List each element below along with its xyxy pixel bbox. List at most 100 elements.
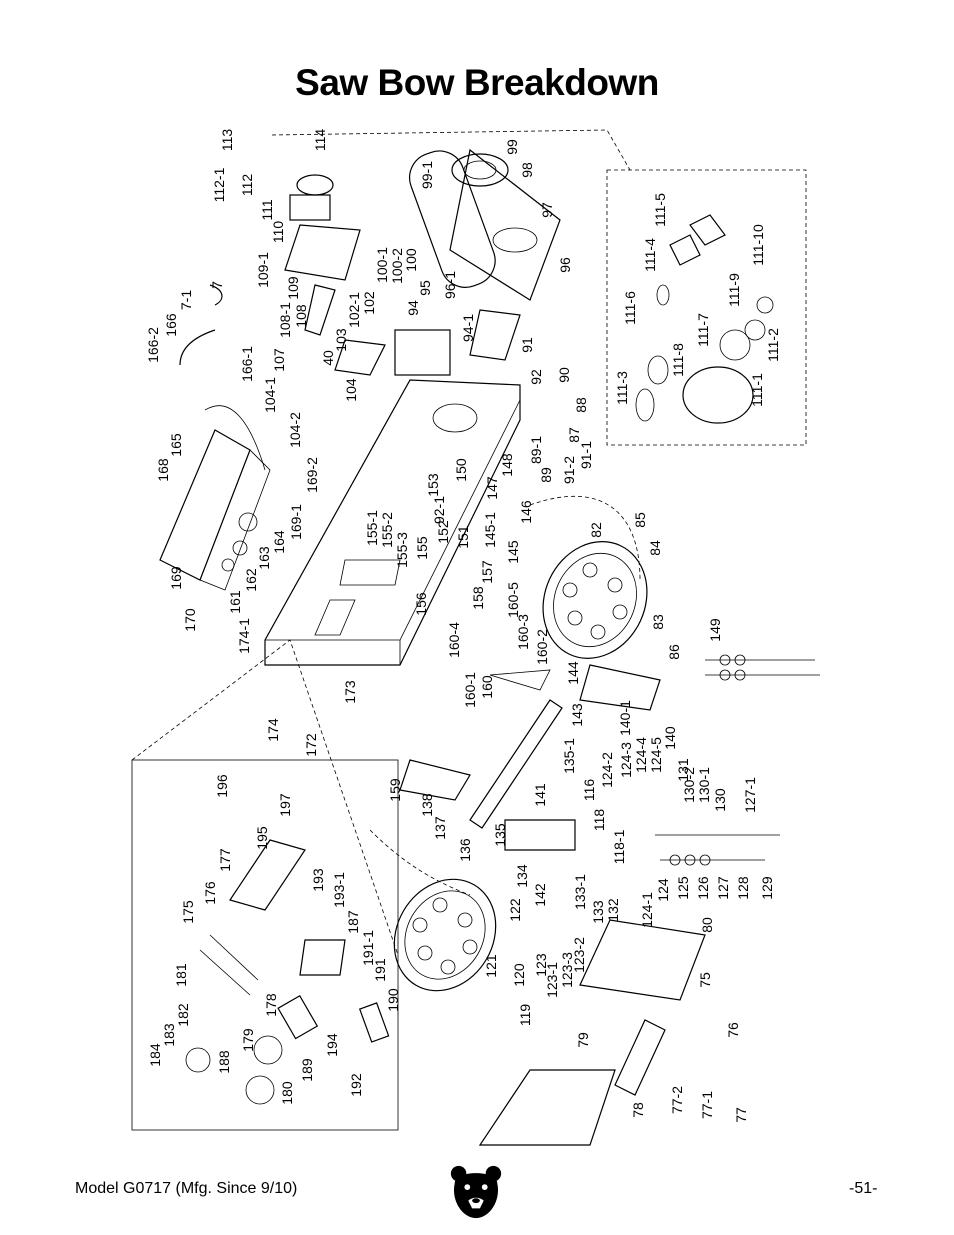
callout-135-1: 135-1	[561, 738, 577, 774]
callout-166-1: 166-1	[239, 346, 255, 382]
callout-130-2: 130-2	[681, 767, 697, 803]
callout-96: 96	[557, 257, 573, 273]
callout-7: 7	[209, 281, 225, 289]
callout-100-1: 100-1	[374, 247, 390, 283]
callout-155-3: 155-3	[394, 532, 410, 568]
bearing-stack-lower	[655, 834, 780, 866]
callout-110: 110	[270, 221, 286, 244]
callout-196: 196	[214, 774, 230, 798]
callout-197: 197	[277, 793, 293, 817]
motor-inset-parts	[635, 214, 774, 424]
callout-161: 161	[227, 590, 243, 614]
callout-133: 133	[590, 900, 606, 924]
callout-121: 121	[483, 954, 499, 978]
callout-118: 118	[591, 809, 607, 832]
callout-160-5: 160-5	[505, 582, 521, 618]
callout-138: 138	[419, 793, 435, 817]
callout-120: 120	[511, 963, 527, 987]
callout-103: 103	[333, 328, 349, 352]
callout-184: 184	[147, 1043, 163, 1067]
blade-guide-arm	[399, 664, 661, 851]
motor-gearbox	[284, 148, 561, 376]
callout-142: 142	[532, 883, 548, 907]
callout-179: 179	[240, 1028, 256, 1052]
callout-155: 155	[414, 536, 430, 560]
callout-133-1: 133-1	[572, 874, 588, 910]
callout-125: 125	[675, 876, 691, 900]
callout-160-1: 160-1	[462, 672, 478, 708]
control-box	[159, 405, 271, 591]
callout-155-2: 155-2	[379, 512, 395, 548]
idler-wheel	[393, 878, 497, 992]
callout-144: 144	[565, 661, 581, 685]
callout-123: 123	[533, 953, 549, 977]
callout-160-4: 160-4	[446, 622, 462, 658]
callout-173: 173	[342, 680, 358, 704]
callout-104: 104	[343, 378, 359, 402]
callout-108-1: 108-1	[277, 302, 293, 338]
model-footer: Model G0717 (Mfg. Since 9/10)	[75, 1180, 298, 1197]
callout-7-1: 7-1	[178, 290, 194, 310]
callout-123-3: 123-3	[559, 952, 575, 988]
callout-124-2: 124-2	[599, 752, 615, 788]
callout-160: 160	[479, 675, 495, 699]
callout-152: 152	[435, 520, 451, 544]
callout-88: 88	[573, 397, 589, 413]
callout-150: 150	[453, 458, 469, 482]
callout-127-1: 127-1	[742, 777, 758, 813]
callout-114: 114	[312, 129, 328, 152]
callout-191-1: 191-1	[360, 930, 376, 966]
callout-75: 75	[697, 972, 713, 988]
callout-163: 163	[256, 546, 272, 570]
callout-166-2: 166-2	[145, 327, 161, 363]
callout-124: 124	[655, 878, 671, 902]
callout-147: 147	[484, 476, 500, 500]
callout-92-1: 92-1	[431, 496, 447, 524]
callout-91-2: 91-2	[561, 456, 577, 484]
callout-82: 82	[588, 522, 604, 538]
callout-157: 157	[479, 560, 495, 584]
bearing-stack-upper	[705, 654, 820, 681]
callout-109: 109	[285, 276, 301, 300]
callout-129: 129	[759, 876, 775, 900]
callout-131: 131	[675, 758, 691, 782]
callout-187: 187	[345, 910, 361, 934]
callout-130-1: 130-1	[696, 767, 712, 803]
callout-87: 87	[566, 427, 582, 443]
motor-subassembly-inset	[606, 169, 807, 446]
callout-111-2: 111-2	[765, 328, 781, 362]
callout-94-1: 94-1	[460, 314, 476, 342]
callout-84: 84	[647, 540, 663, 556]
callout-91: 91	[519, 337, 535, 353]
callout-137: 137	[432, 816, 448, 840]
callout-169-1: 169-1	[288, 504, 304, 540]
callout-111-4: 111-4	[642, 238, 658, 272]
callout-178: 178	[263, 993, 279, 1017]
callout-119: 119	[517, 1004, 533, 1027]
callout-97: 97	[539, 202, 555, 218]
callout-143: 143	[569, 703, 585, 727]
cover-bracket	[614, 1019, 666, 1096]
callout-108: 108	[293, 304, 309, 328]
callout-102-1: 102-1	[346, 292, 362, 328]
rear-blade-cover	[579, 919, 706, 1001]
callout-111: 111	[259, 199, 275, 220]
callout-195: 195	[254, 826, 270, 850]
bear-head-icon	[450, 1165, 502, 1219]
callout-188: 188	[216, 1050, 232, 1074]
callout-98: 98	[519, 162, 535, 178]
callout-123-2: 123-2	[571, 937, 587, 973]
callout-109-1: 109-1	[255, 252, 271, 288]
callout-146: 146	[518, 500, 534, 524]
callout-77: 77	[733, 1107, 749, 1123]
callout-99: 99	[504, 139, 520, 155]
inset-leader-2	[131, 639, 399, 956]
callout-140-1: 140-1	[617, 700, 633, 736]
callout-104-1: 104-1	[262, 377, 278, 413]
callout-128: 128	[735, 876, 751, 900]
callout-172: 172	[303, 733, 319, 757]
callout-112: 112	[239, 174, 255, 197]
callout-189: 189	[299, 1058, 315, 1082]
callout-193: 193	[310, 868, 326, 892]
